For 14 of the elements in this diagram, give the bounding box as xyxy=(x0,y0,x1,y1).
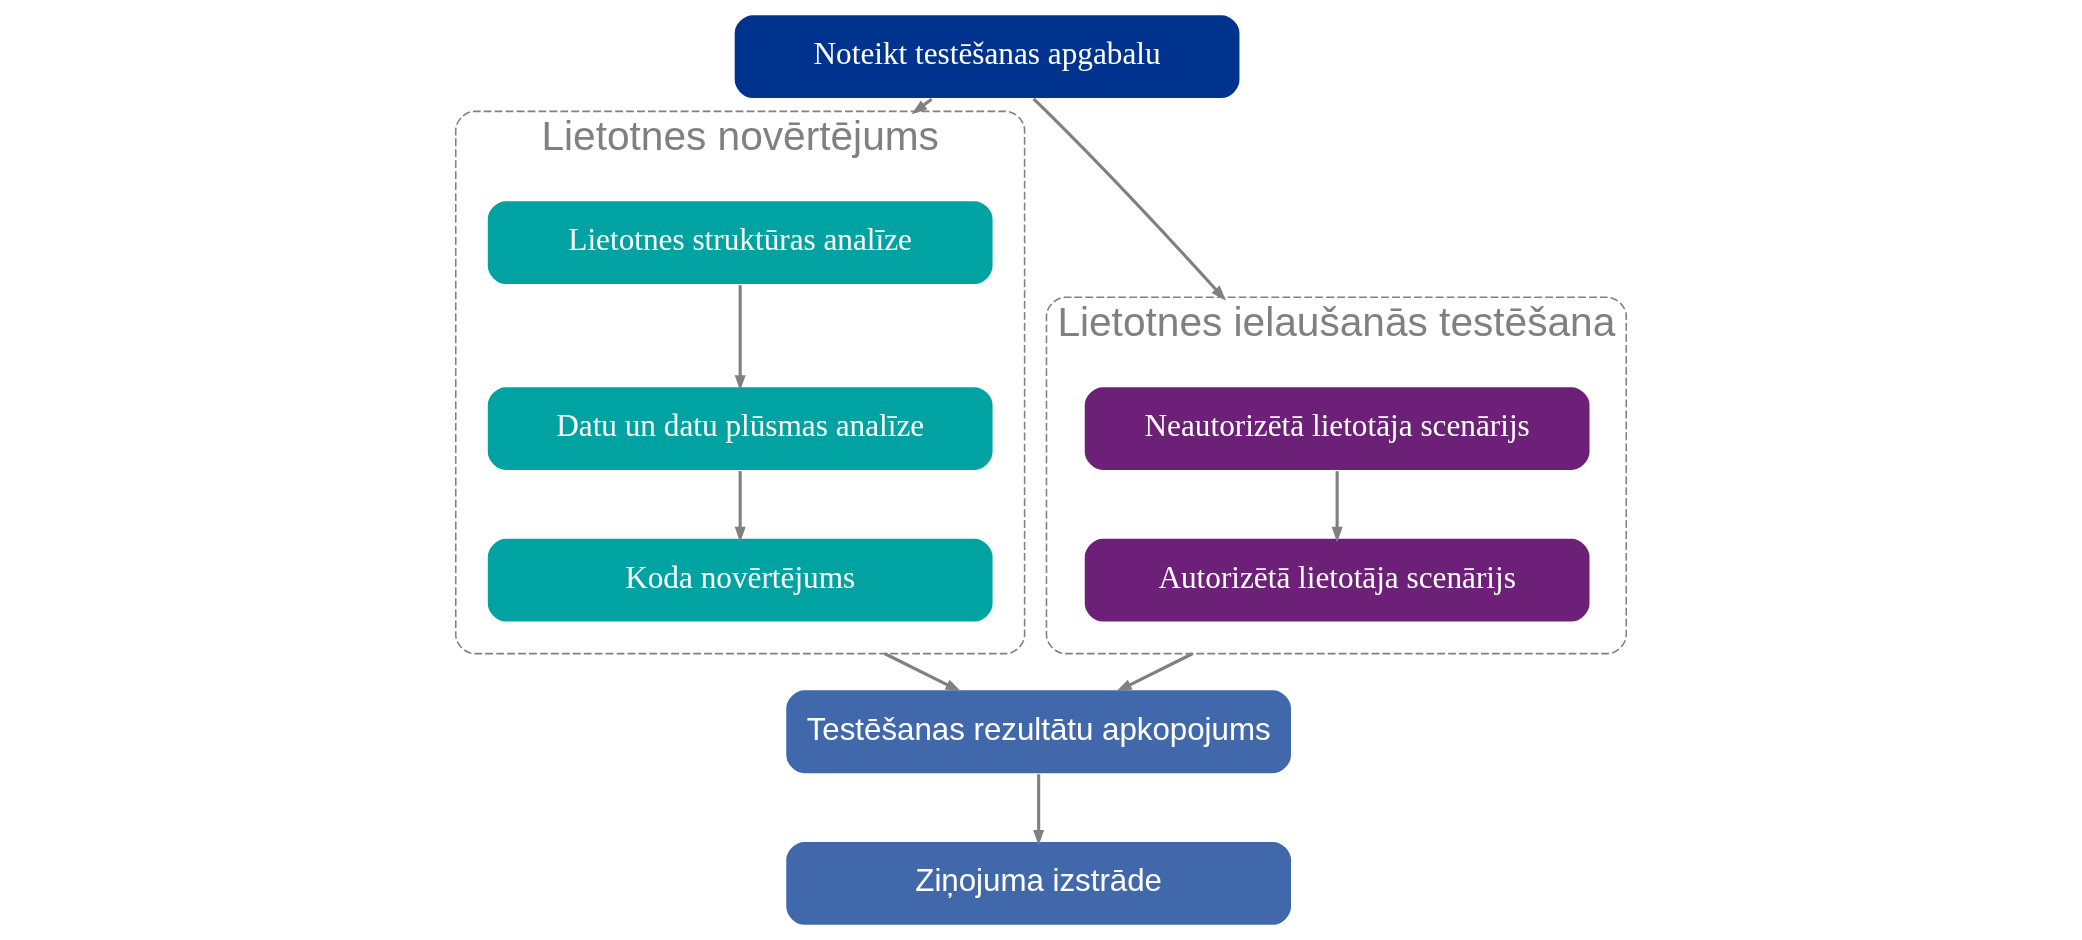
node-box: Noteikt testēšanas apgabalu xyxy=(733,13,1242,100)
node-box: Ziņojuma izstrāde xyxy=(784,840,1293,927)
node-box: Datu un datu plūsmas analīze xyxy=(486,385,995,472)
arrow xyxy=(1033,774,1045,846)
arrow xyxy=(1331,471,1343,543)
node-box: Koda novērtējums xyxy=(486,537,995,624)
arrow xyxy=(1032,97,1227,301)
node-box: Lietotnes struktūras analīze xyxy=(486,199,995,286)
arrow xyxy=(911,98,933,115)
node-box: Testēšanas rezultātu apkopojums xyxy=(784,688,1293,775)
node-box: Autorizētā lietotāja scenārijs xyxy=(1083,537,1592,624)
arrow xyxy=(734,285,746,391)
arrow xyxy=(734,471,746,543)
node-box: Neautorizētā lietotāja scenārijs xyxy=(1083,385,1592,472)
